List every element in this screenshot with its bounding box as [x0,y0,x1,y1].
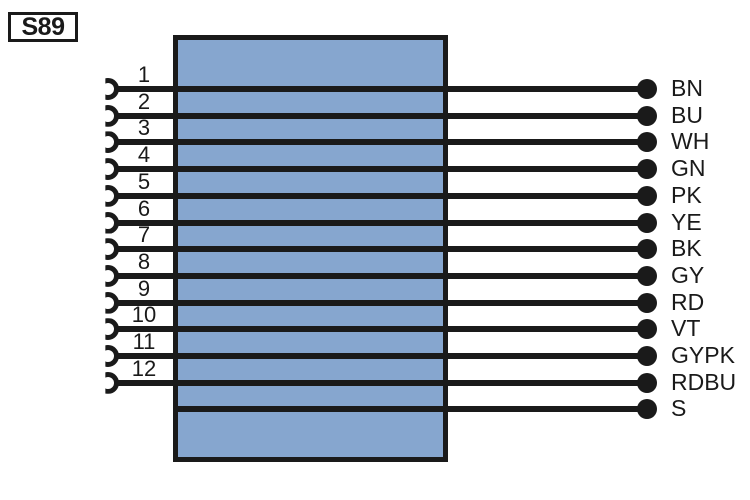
wire-segment-left [114,246,179,253]
wire-color-label: BU [671,101,703,128]
wire-segment-right [448,139,647,146]
wire-segment-left [114,86,179,92]
pin-number-label: 3 [137,115,151,141]
wire-segment-body [173,326,448,333]
wire-segment-body [173,406,448,413]
wire-color-label: YE [671,208,702,235]
wire-segment-body [173,353,448,359]
pin-number-label: 1 [137,62,151,87]
wire-segment-left [114,192,179,199]
wire-segment-body [173,112,448,119]
wire-segment-body [173,86,448,92]
filled-dot-icon [637,292,657,313]
wire-color-label: GY [671,261,705,288]
wire-segment-left [114,166,179,173]
wire-color-label: BN [671,75,703,101]
wire-segment-left [114,112,179,119]
wire-segment-left [114,326,179,333]
wire-color-label: VT [671,315,701,342]
wire-segment-right [448,86,647,92]
filled-dot-icon [637,105,657,126]
wire-segment-left [114,272,179,279]
wire-segment-body [173,139,448,146]
pin-number-label: 7 [137,222,151,248]
wire-segment-body [173,166,448,173]
filled-dot-icon [637,372,657,393]
pin-number-label: 10 [131,302,157,328]
filled-dot-icon [637,399,657,420]
wire-segment-body [173,299,448,306]
pin-number-label: 12 [131,355,157,381]
wire-segment-left [114,299,179,306]
wire-color-label: S [671,395,687,422]
filled-dot-icon [637,319,657,340]
wire-segment-right [448,326,647,333]
pin-number-label: 4 [137,142,151,168]
pin-number-label: 11 [132,329,156,354]
wire-segment-left [114,219,179,226]
wire-color-label: GN [671,155,706,182]
wire-segment-left [114,353,179,359]
filled-dot-icon [637,239,657,260]
wire-segment-right [448,112,647,119]
wire-segment-body [173,192,448,199]
wire-color-label: WH [671,128,710,155]
filled-dot-icon [637,132,657,153]
wire-segment-left [114,139,179,146]
wire-segment-body [173,379,448,386]
wire-color-label: RDBU [671,368,737,395]
wire-color-label: RD [671,288,705,315]
pin-number-label: 6 [137,195,151,221]
pin-number-label: 5 [137,168,151,194]
wire-segment-right [448,166,647,173]
wire-segment-right [448,219,647,226]
wire-segment-right [448,379,647,386]
filled-dot-icon [637,159,657,180]
wire-segment-right [448,299,647,306]
connector-designator-label: S89 [21,12,65,41]
wire-segment-body [173,272,448,279]
filled-dot-icon [637,185,657,206]
wire-segment-right [448,353,647,359]
wire-segment-right [448,406,647,413]
filled-dot-icon [637,346,657,366]
pin-number-label: 8 [137,248,151,274]
wire-segment-body [173,246,448,253]
connector-designator-box: S89 [8,12,78,42]
pin-number-label: 9 [137,275,151,301]
wire-segment-left [114,379,179,386]
wire-segment-right [448,272,647,279]
wire-color-label: PK [671,181,702,208]
filled-dot-icon [637,79,657,99]
wire-segment-body [173,219,448,226]
wire-segment-right [448,246,647,253]
filled-dot-icon [637,265,657,286]
wire-color-label: BK [671,235,702,262]
pin-number-label: 2 [137,88,151,114]
wire-segment-right [448,192,647,199]
wire-color-label: GYPK [671,342,735,368]
filled-dot-icon [637,212,657,233]
